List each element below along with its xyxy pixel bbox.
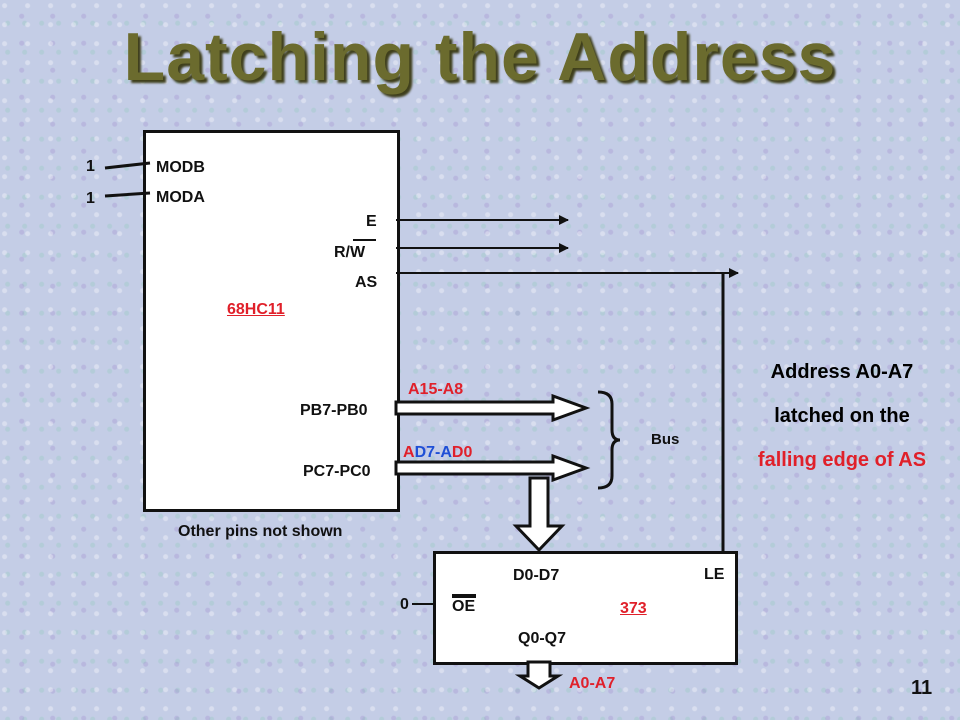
modb-value: 1 <box>86 158 95 175</box>
e-pin-label: E <box>366 213 377 230</box>
lower-bus-label-part-a: A <box>403 444 415 461</box>
lower-bus-label-part-b: D7-A <box>414 444 452 461</box>
mcu-name: 68HC11 <box>227 301 285 318</box>
port-b-label: PB7-PB0 <box>300 402 368 419</box>
latch-inputs-label: D0-D7 <box>513 567 560 584</box>
slide-title: Latching the Address <box>123 19 837 95</box>
as-pin-label: AS <box>355 274 378 291</box>
bus-brace-label: Bus <box>651 431 680 448</box>
bus-brace <box>597 390 621 490</box>
latch-373-block <box>433 551 738 665</box>
modb-pin-line <box>104 161 151 170</box>
upper-bus-arrow <box>394 393 591 423</box>
mcu-68hc11-block <box>143 130 400 512</box>
other-pins-note: Other pins not shown <box>178 523 343 540</box>
latch-name: 373 <box>620 600 647 617</box>
page-number: 11 <box>911 677 933 699</box>
bus-to-latch-arrow <box>512 476 566 553</box>
latch-output-arrow <box>514 660 564 690</box>
latch-outputs-label: Q0-Q7 <box>518 630 567 647</box>
lower-bus-label-part-c: D0 <box>451 444 473 461</box>
annotation-line-1: Address A0-A7 <box>770 361 914 383</box>
upper-bus-label: A15-A8 <box>408 381 464 398</box>
latch-output-bus-label: A0-A7 <box>569 675 616 692</box>
port-c-label: PC7-PC0 <box>303 463 371 480</box>
moda-pin-line <box>104 191 151 198</box>
annotation-line-2: latched on the <box>774 405 910 427</box>
latch-oe-value: 0 <box>400 596 409 613</box>
lower-bus-arrow <box>394 453 591 483</box>
moda-label: MODA <box>156 189 205 206</box>
modb-label: MODB <box>156 159 205 176</box>
latch-le-label: LE <box>704 566 725 583</box>
lower-bus-label: AD7-AD0 <box>403 444 472 462</box>
latch-oe-label: OE <box>452 598 476 615</box>
moda-value: 1 <box>86 190 95 207</box>
rw-pin-label: R/W <box>334 244 366 261</box>
annotation-line-3: falling edge of AS <box>757 449 927 471</box>
